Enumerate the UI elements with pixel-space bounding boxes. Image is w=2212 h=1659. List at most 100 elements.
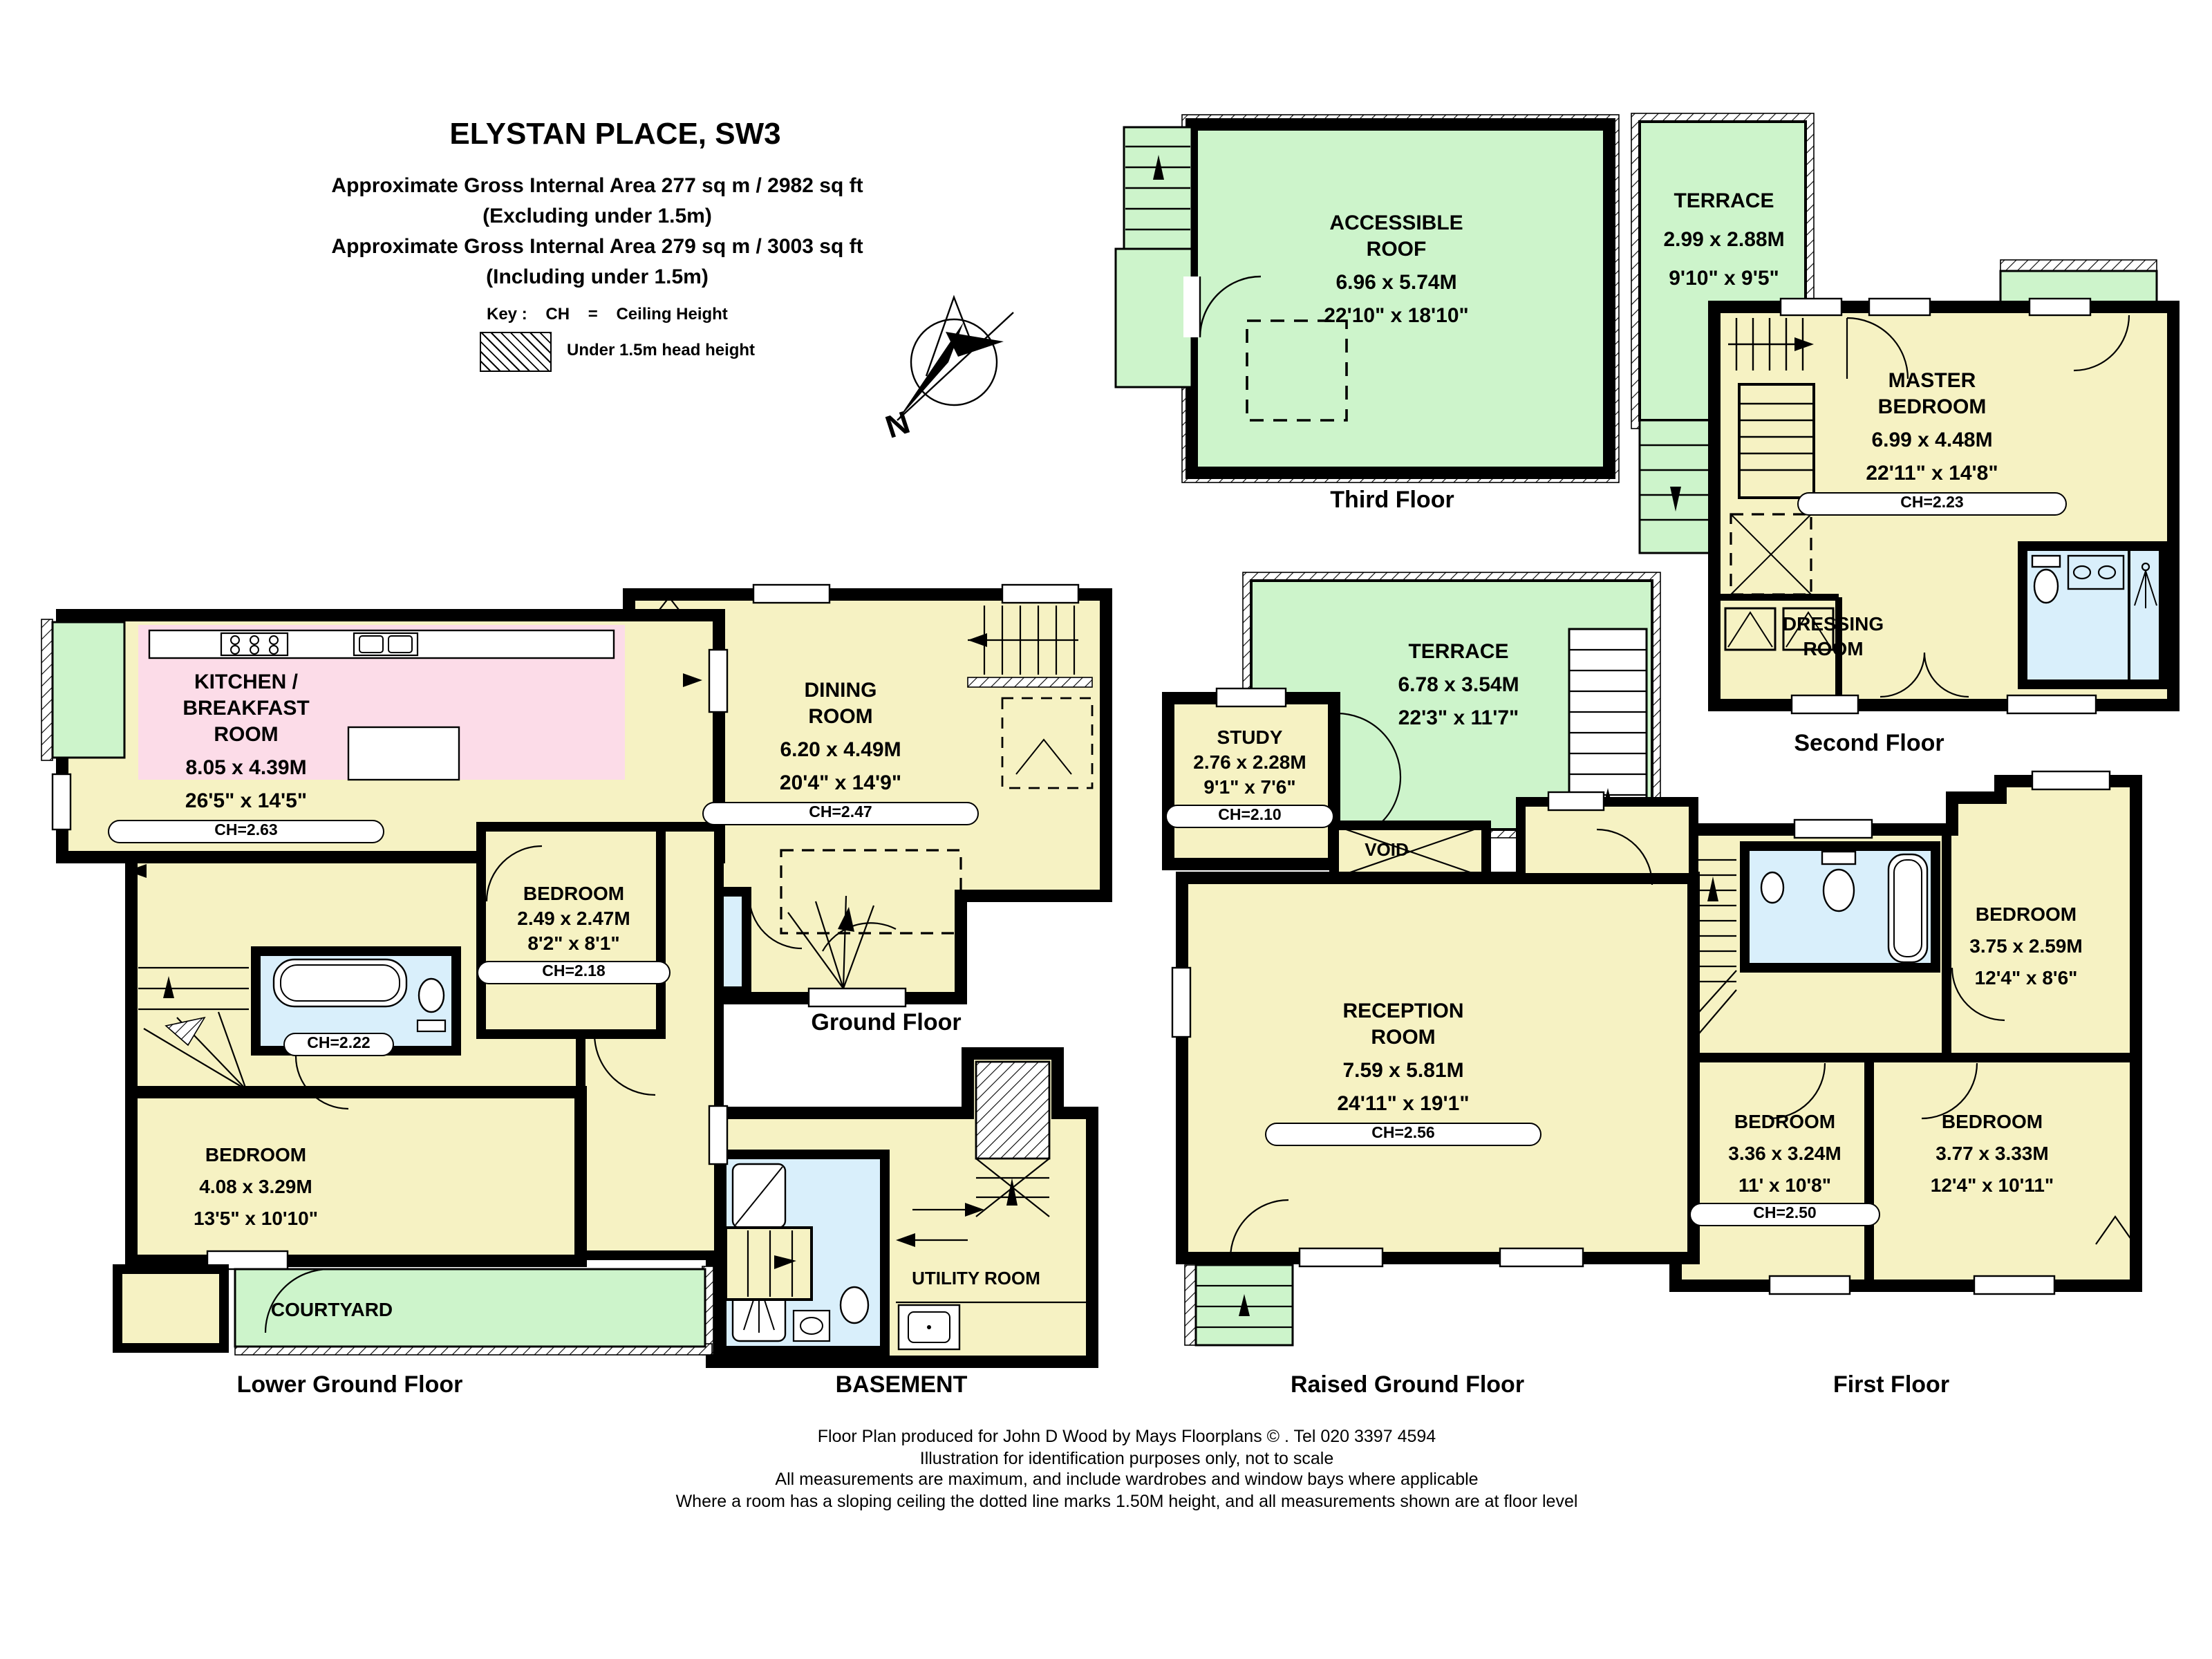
room-dim-metric: 6.96 x 5.74M: [1335, 271, 1457, 294]
entrance-steps: [1184, 1264, 1294, 1347]
key-abbr: CH: [545, 304, 570, 324]
room-dim-imperial: 11' x 10'8": [1738, 1174, 1832, 1196]
toilet-icon: [418, 977, 445, 1013]
toilet-icon: [839, 1286, 870, 1324]
door-arc: [1596, 828, 1653, 885]
window: [1298, 1247, 1384, 1268]
door-arc: [748, 895, 803, 950]
window: [1001, 583, 1080, 604]
wardrobe-dashed-box: [1730, 513, 1812, 596]
door-arc: [1921, 1062, 1978, 1120]
door-arc: [264, 1268, 330, 1333]
hatch-swatch: [480, 332, 552, 372]
room-dim-imperial: 22'11" x 14'8": [1866, 462, 1998, 485]
ceiling-height-badge: CH=2.10: [1165, 805, 1334, 828]
room-name: KITCHEN /: [194, 671, 298, 694]
window: [1215, 687, 1287, 708]
room-dim-metric: 8.05 x 4.39M: [185, 756, 307, 780]
step-block: [113, 1264, 229, 1353]
stairs-icon: [1728, 318, 1815, 499]
study-label: STUDY 2.76 x 2.28M 9'1" x 7'6" CH=2.10: [1165, 724, 1334, 828]
room-name: VOID: [1365, 839, 1409, 860]
stairs-icon: [967, 606, 1094, 789]
bedroom-a-label: BEDROOM 3.75 x 2.59M 12'4" x 8'6": [1919, 901, 2133, 990]
key-legend: Key : CH = Ceiling Height: [487, 304, 742, 324]
window: [1171, 966, 1192, 1038]
bath-icon: [272, 958, 408, 1008]
room-dim-metric: 6.78 x 3.54M: [1398, 673, 1519, 697]
room-name: ROOM: [214, 723, 279, 747]
window: [2028, 297, 2092, 317]
ceiling-height-badge: CH=2.47: [702, 802, 979, 825]
room-dim-metric: 3.75 x 2.59M: [1969, 935, 2083, 957]
door-arc: [485, 845, 543, 902]
ceiling-height-badge: CH=2.63: [108, 820, 384, 843]
stairs-icon: [1114, 126, 1193, 388]
dressing-room-label: DRESSING ROOM: [1736, 611, 1930, 661]
floor-caption-first: First Floor: [1833, 1371, 1950, 1398]
window: [2031, 770, 2111, 791]
window: [1768, 1275, 1851, 1295]
stairs-icon: [724, 1226, 813, 1301]
toilet-icon: [1821, 850, 1857, 865]
room-name: ROOM: [1803, 637, 1864, 659]
toilet-icon: [1822, 868, 1855, 912]
room-dim-imperial: 9'10" x 9'5": [1669, 267, 1779, 290]
area-line-1: Approximate Gross Internal Area 277 sq m…: [331, 174, 863, 198]
hatch-legend-label: Under 1.5m head height: [567, 340, 756, 359]
stairs-icon: [138, 966, 249, 1090]
room-name: BEDROOM: [205, 1143, 307, 1165]
room-name: BEDROOM: [1941, 1110, 2043, 1132]
hall-ch-label: CH=2.22: [283, 1033, 394, 1056]
shower-icon: [2134, 562, 2157, 608]
closet-icon: [1724, 607, 1835, 651]
key-meaning: Ceiling Height: [616, 304, 728, 324]
floor-caption-third: Third Floor: [1330, 487, 1454, 513]
raised-ground-floor-plan: [1162, 572, 1700, 1347]
room-dim-imperial: 9'1" x 7'6": [1203, 776, 1296, 798]
room-name: TERRACE: [1408, 640, 1509, 664]
courtyard-label: COURTYARD: [207, 1297, 456, 1322]
toilet-icon: [2031, 554, 2061, 568]
window: [1793, 818, 1873, 839]
room-dim-metric: 7.59 x 5.81M: [1342, 1059, 1464, 1082]
key-label: Key :: [487, 304, 527, 324]
area-summary: Approximate Gross Internal Area 277 sq m…: [182, 171, 1012, 293]
window: [708, 648, 729, 713]
door-arc: [1880, 652, 1969, 698]
room-dim-imperial: 24'11" x 19'1": [1337, 1092, 1470, 1116]
door-arc: [294, 1056, 349, 1110]
room-name: BEDROOM: [1734, 1110, 1836, 1132]
rooflight-dashed-box: [1246, 319, 1348, 422]
room-name: RECEPTION: [1342, 1000, 1464, 1023]
footer-line-4: Where a room has a sloping ceiling the d…: [675, 1491, 1578, 1510]
area-line-2b: (Including under 1.5m): [486, 265, 709, 289]
floor-caption-raised-ground: Raised Ground Floor: [1290, 1371, 1525, 1398]
big-bedroom: [125, 1086, 587, 1267]
ceiling-height-badge: CH=2.50: [1689, 1203, 1880, 1226]
room-name: ROOM: [808, 705, 873, 729]
lightwell: [51, 621, 126, 759]
floor-caption-basement: BASEMENT: [835, 1371, 968, 1398]
second-terrace-label: TERRACE 2.99 x 2.88M 9'10" x 9'5": [1640, 182, 1808, 299]
ceiling-height-badge: CH=2.56: [1265, 1123, 1541, 1146]
hall: [1516, 797, 1698, 883]
room-name: ROOM: [1371, 1026, 1436, 1049]
door-arc: [1769, 1062, 1826, 1120]
bath-icon: [1887, 853, 1929, 964]
room-name: UTILITY ROOM: [912, 1268, 1040, 1288]
basement-plan: [706, 1047, 1098, 1368]
ceiling-height-badge: CH=2.22: [283, 1033, 394, 1056]
accessible-roof-label: ACCESSIBLE ROOF 6.96 x 5.74M 22'10" x 18…: [1258, 210, 1535, 329]
floor-caption-ground: Ground Floor: [811, 1009, 962, 1035]
kitchen-island: [347, 726, 460, 781]
window: [708, 1105, 729, 1165]
third-floor-plan: [1114, 114, 1620, 483]
room-name: MASTER: [1888, 369, 1976, 393]
big-bedroom-label: BEDROOM 4.08 x 3.29M 13'5" x 10'10": [131, 1142, 380, 1230]
spiral-stairs-icon: [787, 895, 897, 989]
stairs-icon: [1686, 859, 1737, 1049]
door-arc: [1846, 317, 1909, 379]
room-dim-metric: 2.49 x 2.47M: [517, 907, 630, 929]
window: [1547, 791, 1605, 812]
